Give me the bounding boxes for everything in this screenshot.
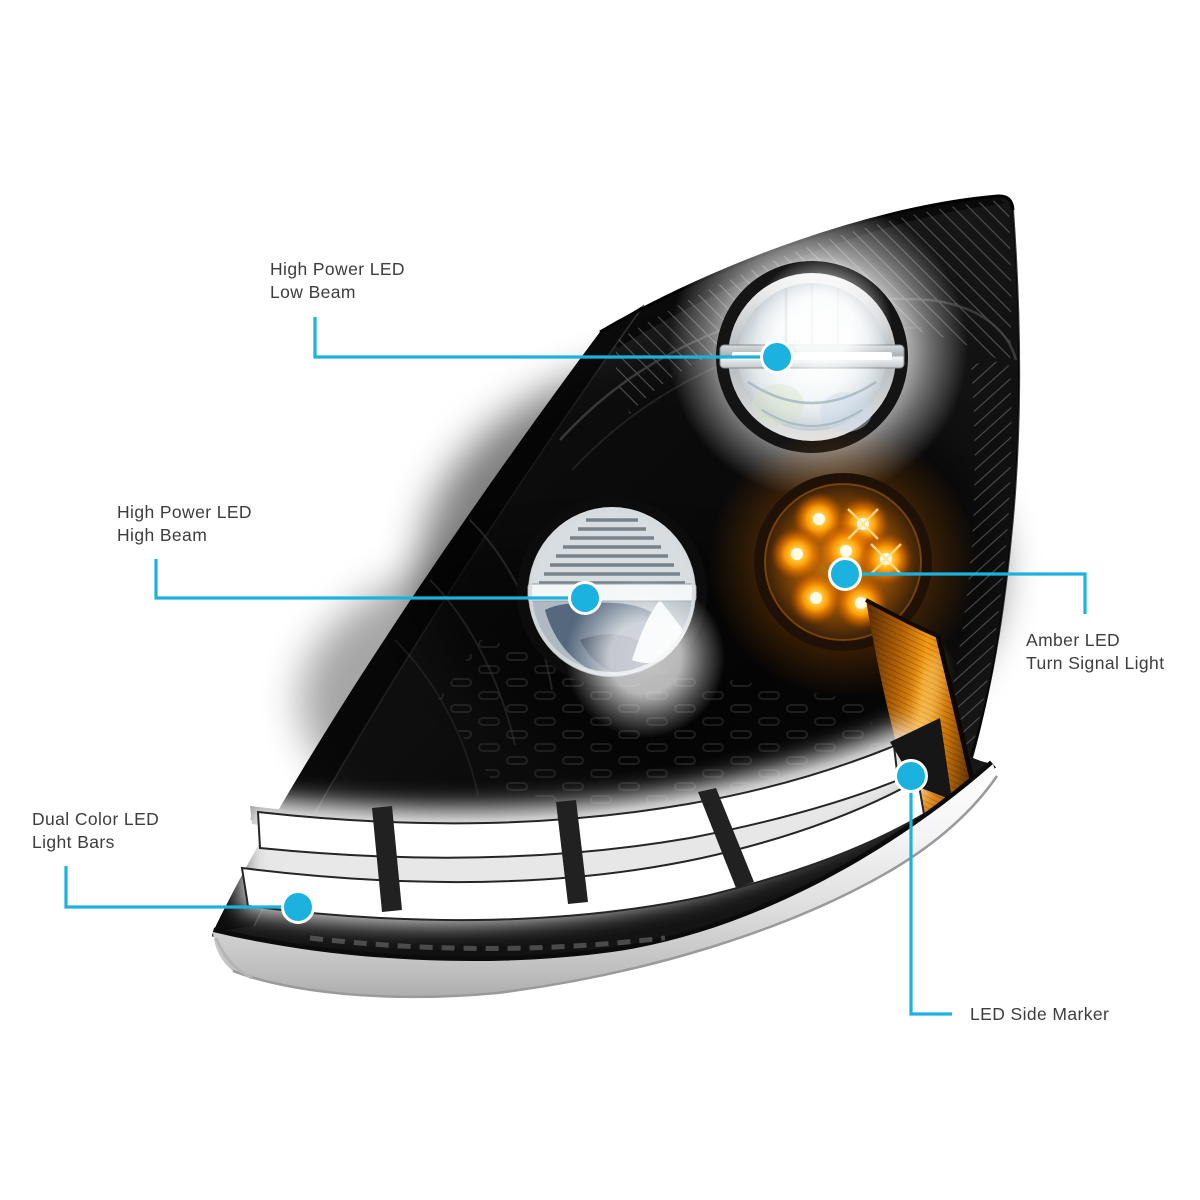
callout-label-light-bars: Dual Color LED Light Bars [32, 808, 159, 854]
callout-label-line: High Beam [117, 525, 208, 545]
callout-label-line: Amber LED [1026, 630, 1121, 650]
callout-label-line: Turn Signal Light [1026, 653, 1165, 673]
callout-label-line: LED Side Marker [970, 1004, 1110, 1024]
callout-dot-light-bars [281, 890, 315, 924]
callout-label-high-beam: High Power LED High Beam [117, 501, 252, 547]
callout-dot-high-beam [568, 581, 602, 615]
callout-line-light-bars [64, 866, 298, 909]
callout-label-turn-signal: Amber LED Turn Signal Light [1026, 629, 1164, 675]
callout-label-low-beam: High Power LED Low Beam [270, 258, 405, 304]
callout-label-line: High Power LED [270, 259, 405, 279]
callout-label-line: Light Bars [32, 832, 115, 852]
callout-label-side-marker: LED Side Marker [970, 1003, 1109, 1026]
callout-side-marker [894, 759, 952, 1016]
callout-label-line: Dual Color LED [32, 809, 160, 829]
callout-label-line: Low Beam [270, 282, 356, 302]
callout-line-side-marker [909, 776, 952, 1016]
callout-line-turn-signal [845, 572, 1087, 614]
callout-dot-low-beam [760, 340, 794, 374]
callouts [64, 317, 1087, 1016]
callout-light-bars [64, 866, 315, 924]
side-marker-reflector [865, 598, 977, 815]
callout-low-beam [313, 317, 794, 374]
callout-high-beam [154, 559, 602, 615]
high-beam-lamp [517, 497, 725, 738]
low-beam-lamp [668, 198, 968, 498]
callout-turn-signal [828, 557, 1087, 614]
callout-dot-turn-signal [828, 557, 862, 591]
callout-line-low-beam [313, 317, 777, 359]
callout-label-line: High Power LED [117, 502, 252, 522]
chrome-trim [211, 760, 999, 999]
callout-line-high-beam [154, 559, 585, 600]
callout-dot-side-marker [894, 759, 928, 793]
